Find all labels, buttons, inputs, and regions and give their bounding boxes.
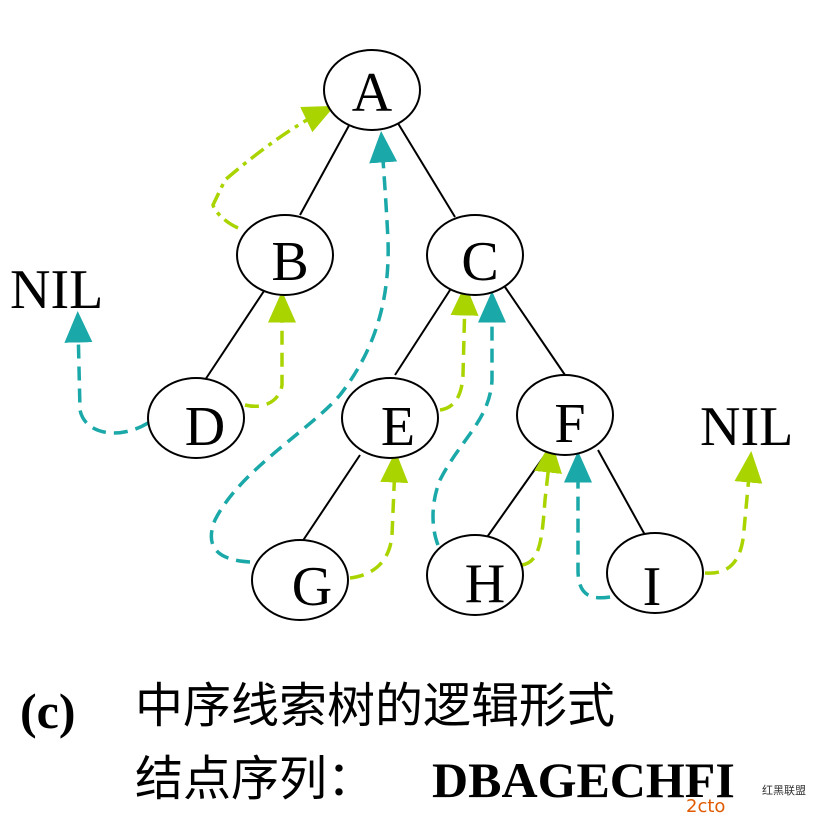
watermark: 2cto 红黑联盟: [686, 784, 806, 817]
edge-f-i: [597, 449, 646, 536]
node-label: H: [465, 553, 505, 615]
thread-d-to-nil: [64, 311, 149, 435]
node-label: D: [185, 396, 225, 458]
node-c: C: [426, 214, 524, 296]
thread-i-to-f: [564, 451, 611, 600]
thread-h-to-c: [431, 291, 506, 546]
node-a: A: [323, 49, 421, 131]
thread-d-to-b: [244, 291, 296, 408]
tree-nodes: A B C D E F G H: [147, 49, 704, 621]
node-label: E: [381, 396, 415, 458]
caption-title: 中序线索树的逻辑形式: [135, 678, 615, 734]
thread-g-to-e: [349, 451, 409, 580]
edge-f-h: [484, 454, 546, 541]
caption-sequence-label: 结点序列：: [135, 751, 375, 807]
caption-sequence: DBAGECHFI: [432, 752, 735, 808]
node-e: E: [341, 377, 439, 459]
edge-b-d: [204, 284, 269, 381]
node-d: D: [147, 377, 245, 459]
thread-b-to-a: [211, 105, 335, 230]
node-label: B: [271, 231, 308, 293]
node-label: G: [292, 556, 332, 618]
watermark-tagline: 红黑联盟: [762, 784, 806, 797]
node-b: B: [236, 214, 334, 296]
caption-tag: (c): [20, 683, 76, 739]
successor-threads: [211, 105, 763, 580]
node-label: A: [352, 62, 393, 124]
watermark-brand: 2cto: [686, 796, 725, 817]
node-i: I: [606, 532, 704, 618]
node-label: I: [643, 556, 662, 618]
node-label: C: [461, 231, 498, 293]
thread-e-to-c: [439, 284, 479, 412]
nil-label-right: NIL: [700, 396, 793, 458]
edge-c-e: [394, 286, 453, 376]
edge-a-c: [395, 119, 456, 218]
edge-a-b: [299, 119, 353, 216]
node-g: G: [251, 539, 349, 621]
thread-h-to-f: [521, 441, 562, 567]
node-f: F: [516, 374, 614, 456]
thread-g-to-a: [209, 131, 398, 564]
predecessor-threads: [64, 131, 611, 600]
edge-e-g: [299, 454, 361, 546]
edge-c-f: [504, 286, 566, 376]
node-label: F: [554, 393, 585, 455]
nil-label-left: NIL: [10, 259, 103, 321]
thread-i-to-nil: [704, 451, 763, 575]
node-h: H: [426, 534, 524, 616]
